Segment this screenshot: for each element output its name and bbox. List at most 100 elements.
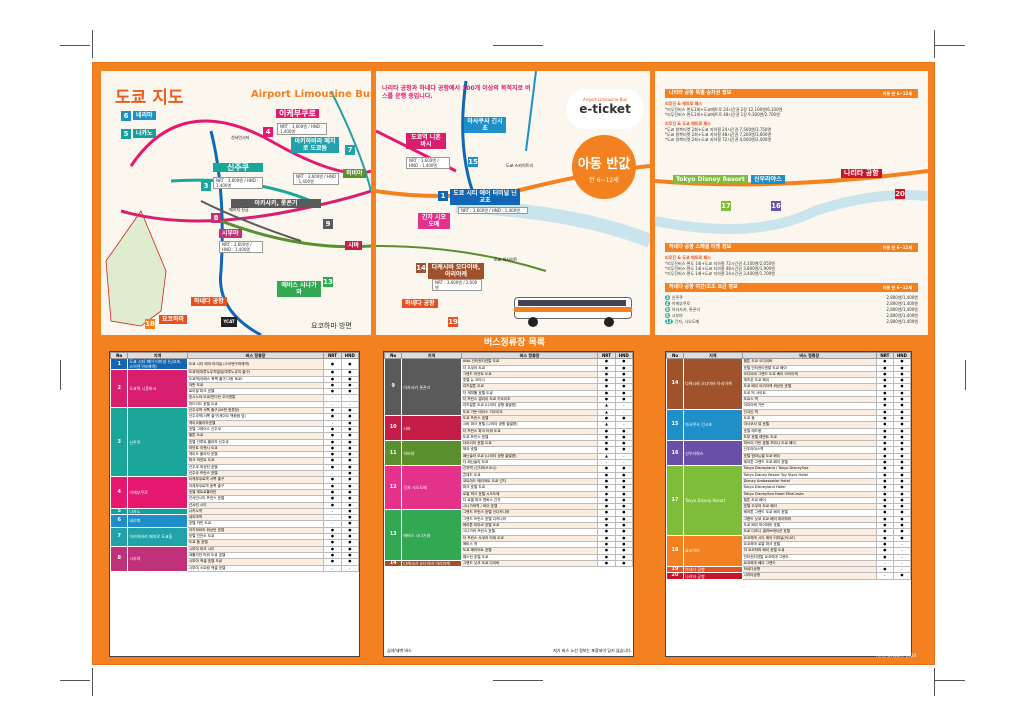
hnd-mark: ●	[892, 521, 911, 530]
stop-shibuya[interactable]: 시부야	[219, 229, 242, 238]
airport-bus-illustration	[514, 293, 632, 327]
table-row: 호텔 엠마뉴엘 도쿄 베이●●	[667, 452, 911, 461]
hnd-mark: ●	[614, 364, 633, 372]
stop-number-8: 8	[211, 213, 221, 223]
sec1b-title: 리무진 & 도쿄 메트로 패스	[665, 121, 711, 126]
sec2-row: *리무진버스 편도 1회+도쿄 지하철 24시간권 3,400엔/1,700엔	[665, 271, 775, 276]
stop-akihabara[interactable]: 아키하바라 메지로 도쿄돔	[291, 137, 339, 153]
table-row: 도쿄 가든 테라스 키오이초▲–	[385, 408, 633, 416]
sec1a-row: *리무진버스 편도1회+도쿄메트로 48시간권 1장 9,300엔/2,700엔	[665, 112, 780, 117]
hnd-mark: ●	[892, 534, 911, 542]
hnd-mark: ●	[892, 440, 911, 448]
nrt-mark: –	[875, 572, 894, 580]
stop-nerima[interactable]: 네리마	[133, 111, 156, 120]
table-row: 신우라야스역●●	[667, 446, 911, 454]
area-name: 다케시바 오다이바 아리아케	[683, 358, 743, 410]
hnd-mark: ●	[892, 389, 911, 398]
hnd-mark: ●	[614, 427, 633, 435]
area-number: 13	[384, 509, 403, 561]
stop-name: 나리타공항	[741, 572, 877, 580]
stop-odaiba[interactable]: 다케시바 오다이바, 아리아케	[428, 263, 484, 279]
crop-mark	[934, 668, 935, 696]
table-row: 선샤인 시티●●	[111, 501, 359, 509]
hnd-mark: ●	[614, 446, 633, 454]
hnd-mark: ●	[614, 433, 633, 442]
sec1a-row: *리무진버스 편도1회+도쿄메트로 24시간권 2장 12,100엔/6,100…	[665, 107, 783, 112]
area-number: 11	[384, 440, 403, 467]
table-row: 코트야드 메리어트 도쿄 긴자●●	[385, 477, 633, 486]
area-number: 15	[666, 408, 685, 442]
hnd-mark: ●	[892, 477, 911, 486]
stop-narita[interactable]: 나리타 공항	[841, 169, 882, 178]
stop-shinjuku[interactable]: 신주쿠	[213, 163, 263, 172]
price-odaiba: NRT : 3,600엔 / 2,000엔	[432, 279, 482, 291]
table-row: 로열 파크 호텔 시오도메●●	[385, 490, 633, 498]
hnd-mark: –	[614, 452, 633, 461]
stop-nakano[interactable]: 나카노	[133, 129, 156, 138]
area-name: 네리마	[127, 514, 188, 528]
hnd-mark: ●	[340, 438, 359, 446]
area-number: 20	[666, 572, 685, 580]
sec2-row: *리무진버스 편도 1회+도쿄 지하철 48시간권 3,800엔/1,900엔	[665, 266, 775, 271]
eticket-badge[interactable]: Airport Limousine Bus e-ticket	[566, 89, 644, 129]
area-name: Tokyo Disney Resort	[683, 465, 743, 536]
night-fare-num: 8	[665, 313, 670, 318]
night-fare-num: 4	[665, 301, 670, 306]
stop-haneda[interactable]: 하네다 공항	[402, 299, 438, 308]
table-row: 신주쿠 워싱턴 호텔●●	[111, 463, 359, 472]
table-row: Disney Ambassador Hotel●●	[667, 477, 911, 486]
stop-list-title: 버스정류장 목록	[101, 337, 928, 349]
stop-ikebukuro[interactable]: 이케부쿠로	[276, 109, 319, 118]
stop-hibiya[interactable]: 히비야	[343, 169, 366, 178]
stop-tcat[interactable]: 도쿄 시티 에어 터미널 닌교초	[450, 189, 520, 205]
stop-shiba[interactable]: 시바	[345, 241, 363, 250]
table-row: 도부 호텔 레반트 도쿄●●	[667, 433, 911, 442]
yokohama-area	[105, 210, 167, 327]
table-row: 도쿄역(야에스 북쪽 출구/그랑 토쿄)●●	[111, 375, 359, 383]
crop-mark	[60, 360, 61, 390]
hnd-mark: ●	[340, 507, 359, 516]
hnd-mark: ●	[340, 514, 359, 522]
stop-tokyo-station[interactable]: 도쿄역 니혼바시	[406, 133, 446, 149]
stop-shinurayasu[interactable]: 신우라야스	[751, 175, 785, 184]
sec2-row: *리무진버스 편도 1회+도쿄 지하철 72시간권 4,100엔/2,050엔	[665, 261, 775, 266]
stop-disney[interactable]: Tokyo Disney Resort	[673, 175, 748, 184]
stop-ginza[interactable]: 긴자 시오도메	[418, 213, 450, 229]
stop-akasaka[interactable]: 아카사카, 롯폰기	[231, 199, 321, 208]
band1-title: 나리타 공항 특별 승차권 정보	[669, 90, 732, 96]
hnd-mark: ●	[340, 432, 359, 440]
hnd-mark: ●	[340, 444, 359, 453]
hnd-mark: ●	[340, 463, 359, 472]
hnd-mark: ●	[340, 482, 359, 490]
stop-yokohama[interactable]: 요코하마	[159, 315, 188, 324]
hnd-mark: ●	[892, 496, 911, 505]
hnd-mark: –	[614, 421, 633, 429]
table-row: 호텔 오쿠라 도쿄 베이●●	[667, 503, 911, 511]
legend-footnote: 저기 버스 노선 정보는 포함되어 있지 않습니다.	[553, 648, 632, 653]
child-age: 만 6~12세	[589, 177, 619, 184]
hnd-mark: ●	[892, 503, 911, 511]
nrt-mark: ●	[597, 559, 616, 568]
hnd-mark: ●	[892, 446, 911, 454]
stop-ebisu[interactable]: 에비스 시나가와	[277, 281, 321, 297]
price-akihabara: NRT : 3,600엔 / HND : 1,400엔	[293, 173, 339, 185]
price-ikebukuro: NRT : 3,600엔 / HND : 1,400엔	[277, 123, 327, 135]
stop-haneda-map[interactable]: 하네다 공항	[191, 297, 227, 306]
stop-asakusa[interactable]: 아사쿠사 긴시초	[464, 117, 506, 133]
hnd-mark: –	[892, 559, 911, 568]
landmark-sunshine: 선샤인시티	[231, 135, 250, 140]
area-name: 나리타 공항	[683, 572, 743, 580]
table-row: 더 오쿠라 도쿄●●	[385, 364, 633, 372]
hnd-mark: ●	[892, 383, 911, 391]
table-row: 호시노야 도쿄/만다린 오리엔탈––	[111, 394, 359, 402]
table-row: 호텔 메트로폴리탄●●	[111, 488, 359, 497]
area-name: 이케부쿠로	[127, 476, 188, 509]
hnd-mark: ●	[892, 572, 911, 580]
